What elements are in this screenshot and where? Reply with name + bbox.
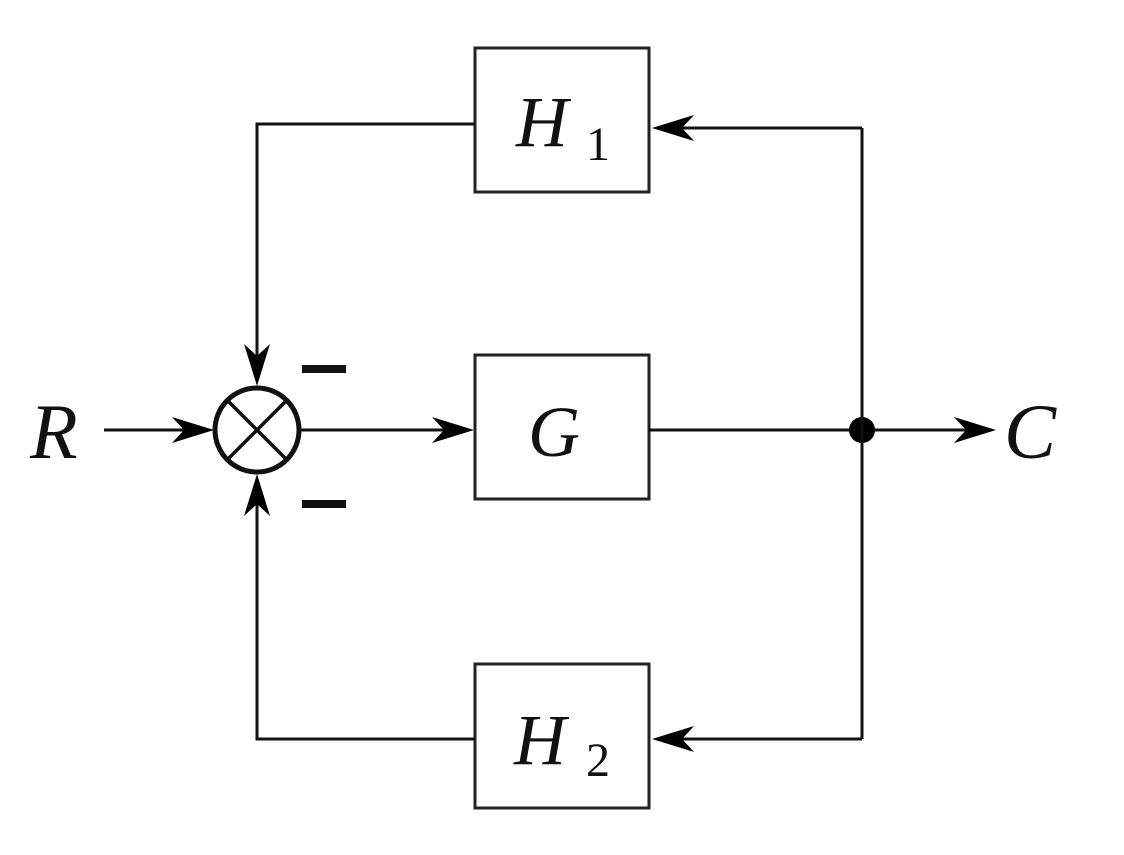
summing-cross-line-2 xyxy=(226,399,288,461)
summing-junction xyxy=(212,385,302,475)
output-arrowhead xyxy=(954,417,996,443)
block-g-label: G xyxy=(528,392,580,472)
input-arrowhead xyxy=(172,417,214,443)
block-g xyxy=(473,353,651,501)
block-h2-label: H xyxy=(513,700,570,780)
block-h2 xyxy=(473,662,651,810)
block-h2-subscript: 2 xyxy=(586,734,610,787)
h1-feedback-arrowhead xyxy=(244,344,270,386)
block-h1-label: H xyxy=(515,82,572,162)
h2-input-arrowhead xyxy=(652,726,694,752)
block-h1-subscript: 1 xyxy=(586,118,610,171)
h2-feedback-arrowhead xyxy=(244,474,270,516)
top-minus-sign xyxy=(302,365,346,373)
bottom-minus-sign xyxy=(302,500,346,508)
input-label: R xyxy=(29,388,78,475)
output-label: C xyxy=(1004,388,1057,475)
g-input-arrowhead xyxy=(432,417,474,443)
block-h1 xyxy=(473,46,651,194)
h1-feedback-line xyxy=(255,122,475,372)
h2-feedback-line xyxy=(255,488,475,741)
h1-input-arrowhead xyxy=(652,115,694,141)
